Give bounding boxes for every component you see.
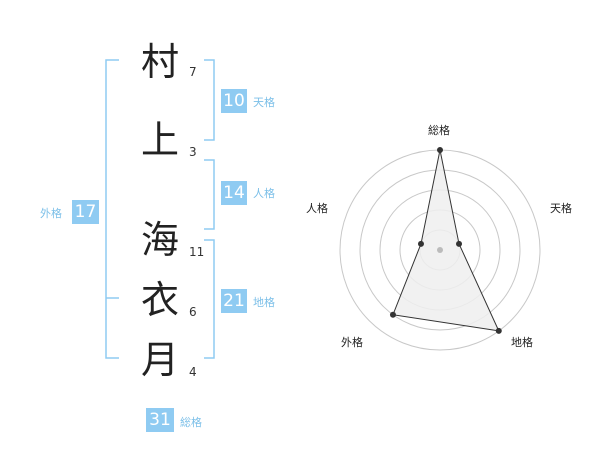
chikaku-bracket (204, 239, 215, 359)
jinkaku-value: 14 (221, 181, 247, 205)
name-char-1: 村 (140, 40, 179, 84)
radar-point-1 (437, 147, 443, 153)
chikaku-label: 地格 (253, 296, 275, 309)
radar-label-chikaku: 地格 (511, 336, 533, 349)
soukaku-label: 総格 (180, 416, 202, 429)
tenkaku-bracket (204, 59, 215, 141)
radar-score-polygon (392, 149, 500, 332)
radar-label-gaikaku: 外格 (341, 336, 363, 349)
tenkaku-value: 10 (221, 89, 247, 113)
radar-point-2 (456, 240, 463, 247)
name-char-5: 月 (140, 338, 179, 382)
chikaku-value: 21 (221, 289, 247, 313)
radar-label-tenkaku: 天格 (550, 202, 572, 215)
stroke-count-2: 3 (189, 145, 197, 159)
jinkaku-bracket (204, 159, 215, 230)
radar-label-soukaku: 総格 (428, 124, 450, 137)
stroke-count-4: 6 (189, 305, 197, 319)
radar-point-3 (495, 327, 502, 334)
jinkaku-label: 人格 (253, 187, 275, 200)
radar-center-point (437, 247, 443, 253)
radar-point-5 (417, 240, 424, 247)
stroke-count-5: 4 (189, 365, 197, 379)
name-char-4: 衣 (140, 278, 179, 322)
radar-point-4 (389, 311, 396, 318)
name-char-3: 海 (140, 218, 179, 262)
stroke-count-1: 7 (189, 65, 197, 79)
stroke-count-3: 11 (189, 245, 205, 259)
tenkaku-label: 天格 (253, 96, 275, 109)
gaikaku-label: 外格 (40, 207, 62, 220)
gaikaku-bracket (105, 59, 119, 359)
soukaku-value: 31 (146, 408, 174, 432)
name-char-2: 上 (140, 118, 179, 162)
gaikaku-value: 17 (72, 200, 99, 224)
radar-label-jinkaku: 人格 (306, 202, 328, 215)
